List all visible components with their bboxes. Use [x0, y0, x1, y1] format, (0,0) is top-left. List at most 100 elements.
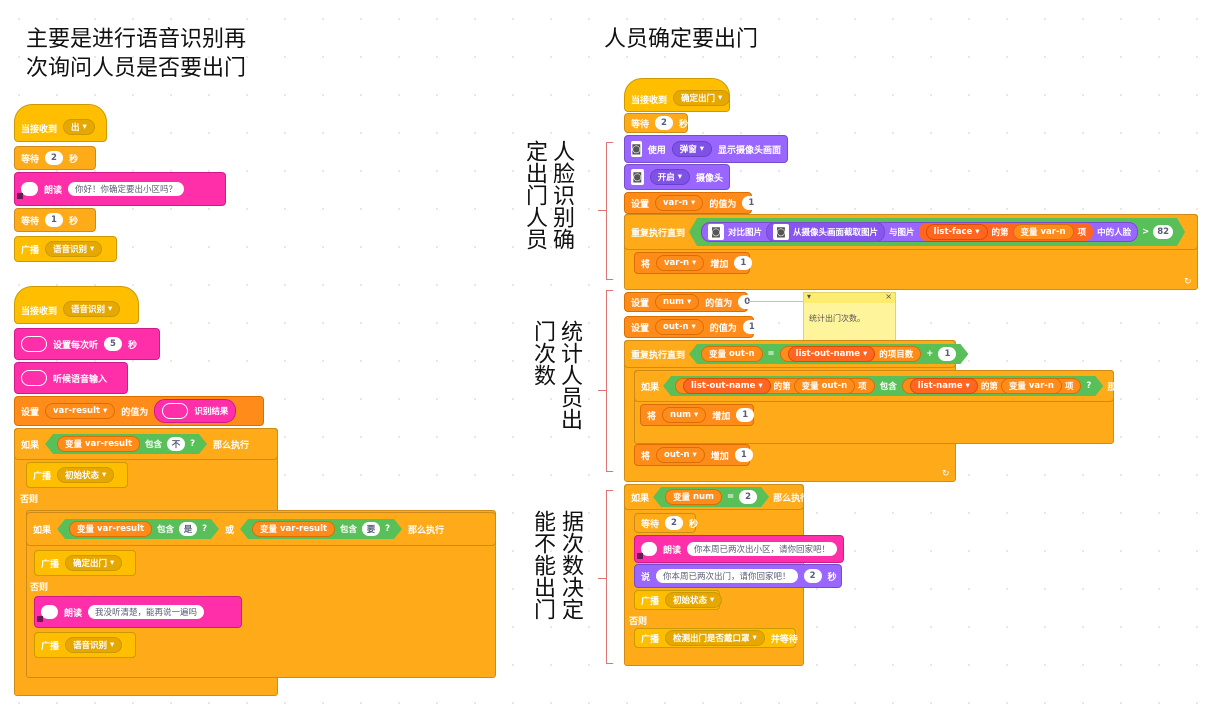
variable-dropdown[interactable]: var-n ▾: [656, 255, 705, 271]
contains-value-input[interactable]: 不: [167, 437, 185, 451]
say-seconds-input[interactable]: 2: [803, 569, 822, 583]
broadcast-init-block-c[interactable]: 广播 初始状态 ▾: [634, 590, 723, 610]
annotation-face-col1: 人脸识别确: [549, 140, 574, 250]
camera-state-dropdown[interactable]: 开启 ▾: [649, 169, 690, 185]
script-c-hat-block[interactable]: 当接收到 确定出门 ▾: [624, 78, 731, 112]
speak-text-input[interactable]: 我没听清楚，能再说一遍吗: [88, 605, 205, 619]
script-a-hat-block[interactable]: 当接收到 出 ▾: [14, 104, 107, 142]
say-block[interactable]: 说 你本周已两次出门，请你回家吧！ 2 秒: [634, 564, 842, 588]
listen-block[interactable]: 听候语音输入: [14, 362, 128, 394]
if-else-inner-block[interactable]: 如果 变量 var-result 包含 是 ? 或 变量 var-result …: [26, 512, 496, 546]
set-variable-block[interactable]: 设置 var-result ▾ 的值为 识别结果: [14, 396, 264, 426]
num-equals-condition[interactable]: 变量 num = 2: [653, 487, 769, 507]
comment-note[interactable]: ▾ × 统计出门次数。: [803, 292, 896, 344]
value-input[interactable]: 0: [738, 295, 757, 309]
wait-seconds-input[interactable]: 2: [665, 516, 684, 530]
if-else-block[interactable]: 如果 变量 var-result 包含 不 ? 那么执行: [14, 428, 278, 460]
set-var-n-block[interactable]: 设置 var-n ▾ 的值为 1: [624, 192, 761, 214]
broadcast-and-wait-block[interactable]: 广播 检测出门是否戴口罩 ▾ 并等待: [634, 628, 798, 648]
broadcast-dropdown[interactable]: 检测出门是否戴口罩 ▾: [665, 630, 765, 646]
set-listen-label: 设置每次听: [53, 340, 99, 351]
set-listen-block[interactable]: 设置每次听 5 秒: [14, 328, 160, 360]
variable-dropdown[interactable]: out-n ▾: [656, 447, 705, 463]
face-compare-condition[interactable]: ◙ 对比图片 ◙ 从摄像头画面截取图片 与图片 list-face ▾ 的第 变…: [689, 218, 1185, 246]
change-var-n-block[interactable]: 将 var-n ▾ 增加 1: [634, 252, 753, 274]
script-b-hat-block[interactable]: 当接收到 语音识别 ▾: [14, 286, 139, 324]
speak-block-c[interactable]: 朗读 你本周已两次出小区，请你回家吧！: [634, 535, 844, 563]
variable-dropdown[interactable]: var-n ▾: [655, 195, 704, 211]
addend-input[interactable]: 1: [938, 347, 956, 361]
broadcast-init-block[interactable]: 广播 初始状态 ▾: [26, 462, 128, 488]
speak-text-input[interactable]: 你好！你确定要出小区吗？: [68, 182, 185, 196]
display-mode-dropdown[interactable]: 弹窗 ▾: [671, 141, 712, 157]
speech-icon: [637, 542, 657, 559]
increment-input[interactable]: 1: [736, 408, 755, 422]
say-text-input[interactable]: 你本周已两次出门，请你回家吧！: [656, 569, 798, 583]
speak-block[interactable]: 朗读 你好！你确定要出小区吗？: [14, 172, 226, 206]
threshold-input[interactable]: 82: [1153, 225, 1173, 239]
repeat-until-count-block[interactable]: 重复执行直到 变量 out-n = list-out-name ▾ 的项目数 +…: [624, 340, 956, 368]
annotation-decide-bracket: [606, 490, 613, 664]
compare-image-reporter: ◙ 对比图片 ◙ 从摄像头画面截取图片 与图片 list-face ▾ 的第 变…: [701, 222, 1138, 242]
value-input[interactable]: 1: [742, 320, 761, 334]
variable-dropdown[interactable]: num ▾: [655, 294, 700, 310]
contains-condition-yes[interactable]: 变量 var-result 包含 是 ?: [57, 519, 219, 539]
variable-dropdown[interactable]: num ▾: [662, 407, 707, 423]
contains-yes-input[interactable]: 是: [179, 522, 197, 536]
if-name-match-block[interactable]: 如果 list-out-name ▾ 的第 变量 out-n 项 包含 list…: [634, 370, 1143, 402]
broadcast-recog-block[interactable]: 广播 语音识别 ▾: [34, 632, 136, 658]
broadcast-block[interactable]: 广播 语音识别 ▾: [14, 236, 117, 262]
variable-dropdown[interactable]: out-n ▾: [655, 319, 704, 335]
wait-block[interactable]: 等待 2 秒: [14, 146, 96, 170]
camera-icon: ◙: [631, 141, 642, 157]
message-dropdown[interactable]: 语音识别 ▾: [63, 301, 121, 317]
broadcast-dropdown[interactable]: 初始状态 ▾: [57, 467, 115, 483]
wait-block-c[interactable]: 等待 2 秒: [624, 113, 688, 133]
message-dropdown[interactable]: 确定出门 ▾: [673, 90, 731, 106]
list-contains-condition[interactable]: list-out-name ▾ 的第 变量 out-n 项 包含 list-na…: [663, 376, 1103, 396]
increment-input[interactable]: 1: [734, 448, 753, 462]
speak-block-repeat[interactable]: 朗读 我没听清楚，能再说一遍吗: [34, 596, 242, 628]
equals-condition[interactable]: 变量 out-n = list-out-name ▾ 的项目数 + 1: [689, 344, 968, 364]
broadcast-dropdown[interactable]: 语音识别 ▾: [45, 241, 103, 257]
wait-seconds-input[interactable]: 2: [45, 151, 64, 165]
set-num-block[interactable]: 设置 num ▾ 的值为 0: [624, 292, 757, 312]
wait-block-2[interactable]: 等待 1 秒: [14, 208, 96, 232]
compare-value-input[interactable]: 2: [739, 490, 757, 504]
note-close-icon[interactable]: ×: [885, 292, 892, 301]
note-text[interactable]: 统计出门次数。: [809, 314, 865, 323]
listen-seconds-input[interactable]: 5: [104, 337, 123, 351]
recognition-result-reporter[interactable]: 识别结果: [154, 399, 237, 423]
annotation-face-tick: [598, 210, 606, 211]
annotation-decide-tick: [598, 578, 606, 579]
list-dropdown[interactable]: list-out-name ▾: [788, 346, 876, 362]
list-item-reporter: list-out-name ▾ 的第 变量 out-n 项: [675, 378, 875, 394]
message-dropdown[interactable]: 出 ▾: [63, 119, 95, 135]
speak-text-input[interactable]: 你本周已两次出小区，请你回家吧！: [686, 542, 837, 556]
else-label-c: 否则: [629, 617, 648, 627]
change-num-block[interactable]: 将 num ▾ 增加 1: [640, 404, 755, 426]
contains-want-input[interactable]: 要: [362, 522, 380, 536]
broadcast-dropdown[interactable]: 语音识别 ▾: [65, 637, 123, 653]
if-num-equals-block[interactable]: 如果 变量 num = 2 那么执行: [624, 484, 809, 510]
value-input[interactable]: 1: [742, 196, 761, 210]
change-out-n-block[interactable]: 将 out-n ▾ 增加 1: [634, 444, 753, 466]
note-collapse-icon[interactable]: ▾: [807, 292, 812, 301]
camera-open-block[interactable]: ◙ 开启 ▾ 摄像头: [624, 164, 730, 190]
wait-seconds-input[interactable]: 2: [655, 116, 674, 130]
repeat-until-face-block[interactable]: 重复执行直到 ◙ 对比图片 ◙ 从摄像头画面截取图片 与图片 list-face…: [624, 214, 1198, 250]
contains-condition-want[interactable]: 变量 var-result 包含 要 ?: [240, 519, 402, 539]
broadcast-confirm-block[interactable]: 广播 确定出门 ▾: [34, 550, 136, 576]
list-dropdown[interactable]: list-face ▾: [926, 224, 988, 240]
broadcast-dropdown[interactable]: 确定出门 ▾: [65, 555, 123, 571]
wait-seconds-input[interactable]: 1: [45, 213, 64, 227]
camera-popup-block[interactable]: ◙ 使用 弹窗 ▾ 显示摄像头画面: [624, 135, 788, 163]
broadcast-dropdown[interactable]: 初始状态 ▾: [665, 592, 723, 608]
when-receive-label: 当接收到: [21, 307, 58, 317]
variable-dropdown[interactable]: var-result ▾: [45, 403, 116, 419]
contains-condition[interactable]: 变量 var-result 包含 不 ?: [45, 434, 207, 454]
wait-block-c2[interactable]: 等待 2 秒: [634, 513, 698, 533]
increment-input[interactable]: 1: [734, 256, 753, 270]
set-out-n-block[interactable]: 设置 out-n ▾ 的值为 1: [624, 316, 761, 338]
